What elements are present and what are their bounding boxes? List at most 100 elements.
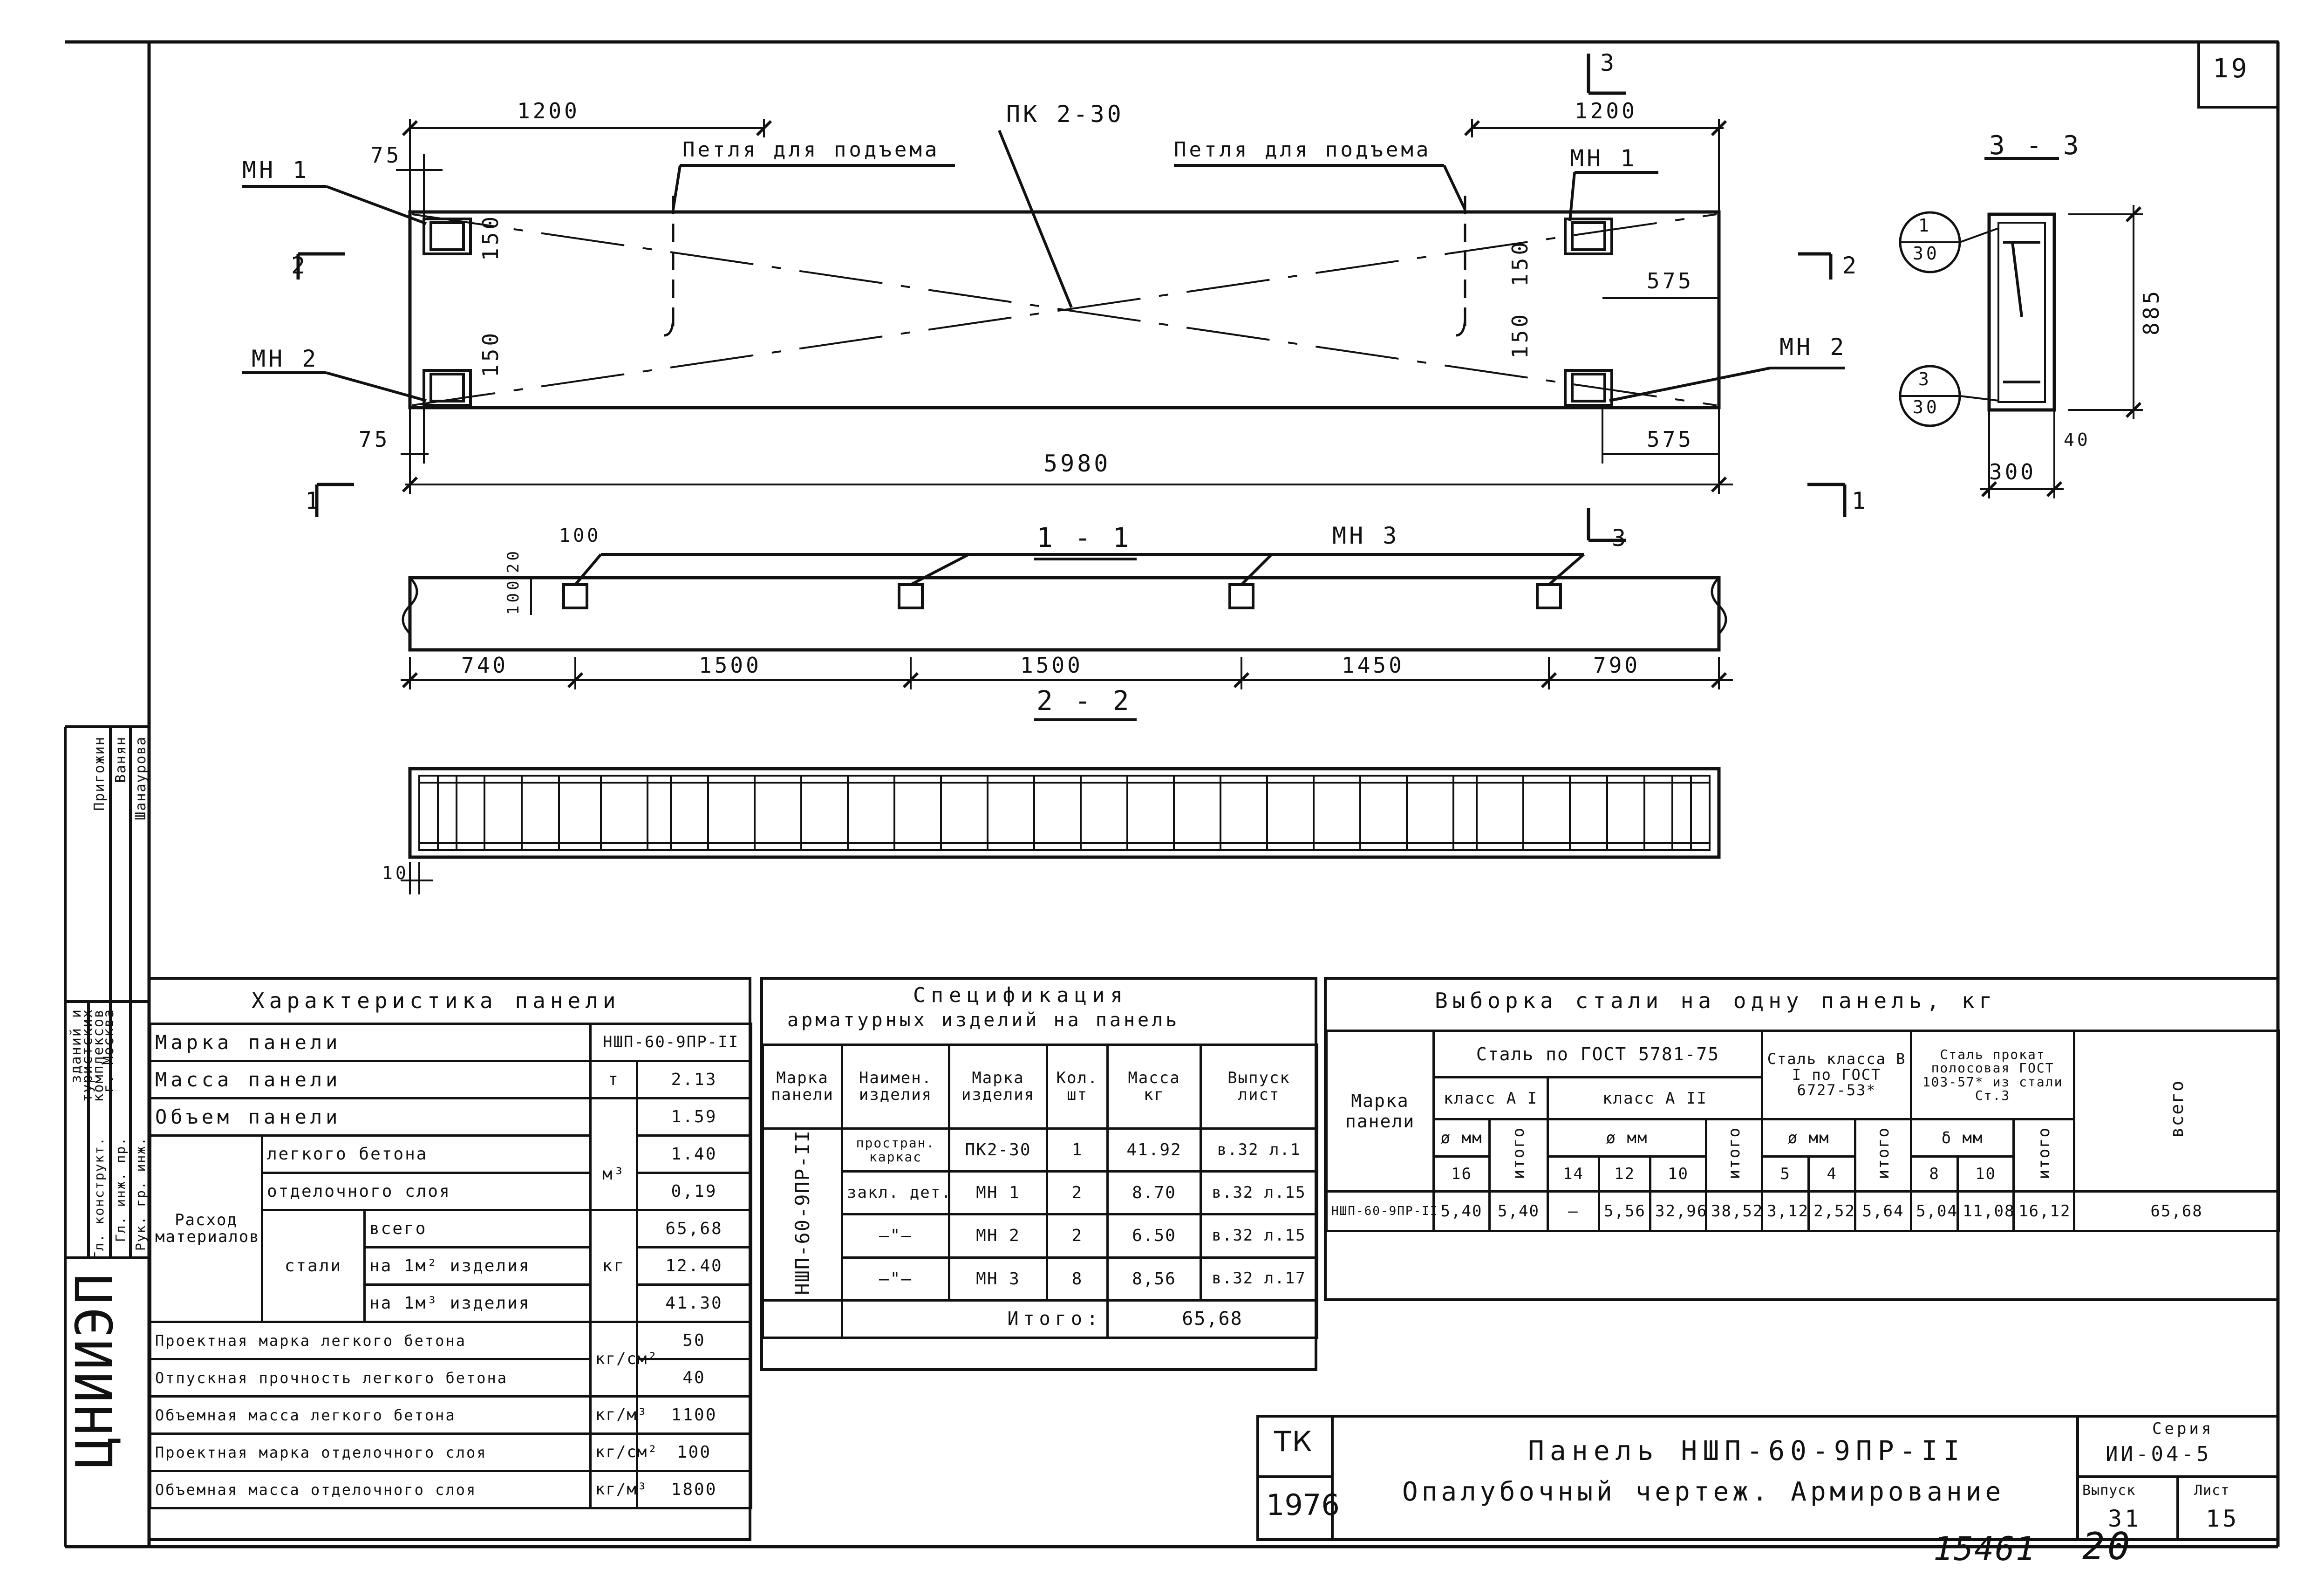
cut-mark-3-bottom: 3 xyxy=(1612,525,1629,552)
design-grade-finish-unit: кг/см² xyxy=(589,1432,657,1472)
mass-value: 2.13 xyxy=(636,1060,753,1099)
steel-label: стали xyxy=(261,1209,366,1323)
steel-value: 5,40 xyxy=(1488,1190,1549,1232)
steel-size: 5 xyxy=(1761,1155,1810,1193)
section-1-1-label: 1 - 1 xyxy=(1036,522,1132,553)
table-row: —"— МН 3 8 8,56 в.32 л.17 xyxy=(763,1256,1318,1302)
dim-740: 740 xyxy=(461,653,509,678)
steel-group-3: Сталь прокат полосовая ГОСТ 103-57* из с… xyxy=(1910,1030,2076,1120)
spec-row-mark: ПК2-30 xyxy=(948,1127,1048,1173)
series-value: ИИ-04-5 xyxy=(2106,1442,2212,1466)
per-m2-value: 12.40 xyxy=(636,1246,753,1286)
dim-1500-b: 1500 xyxy=(1020,653,1083,678)
spec-row-mass: 8,56 xyxy=(1106,1256,1202,1302)
steel-group-2: Сталь класса В I по ГОСТ 6727-53* xyxy=(1761,1030,1913,1120)
steel-title: Выборка стали на одну панель, кг xyxy=(1435,988,1997,1013)
dim-75-bottom: 75 xyxy=(359,427,390,452)
lifting-loop-right: Петля для подъема xyxy=(1174,138,1432,162)
steel-total-b1: итого xyxy=(1874,1127,1893,1180)
circle-2-top: 3 xyxy=(1918,369,1932,389)
steel-diam-a2: ø мм xyxy=(1547,1118,1707,1158)
density-light-label: Объемная масса легкого бетона xyxy=(149,1395,592,1435)
name-3: Шанаурова xyxy=(133,736,149,820)
mn1-label-left: МН 1 xyxy=(242,157,310,184)
dim-150-b: 150 xyxy=(478,330,503,377)
sheet-label: Лист xyxy=(2194,1482,2230,1499)
spec-row-name: —"— xyxy=(841,1213,950,1259)
steel-size: 16 xyxy=(1432,1155,1491,1193)
light-concrete-label: легкого бетона xyxy=(260,1134,592,1174)
section-3-3-label: 3 - 3 xyxy=(1989,130,2082,161)
steel-row-mark: НШП-60-9ПР-II xyxy=(1325,1190,1438,1232)
total-value: 65,68 xyxy=(636,1209,753,1248)
finish-layer-value: 0,19 xyxy=(636,1172,753,1211)
dim-1450: 1450 xyxy=(1342,653,1404,678)
spec-col-mass: Масса кг xyxy=(1106,1044,1202,1130)
design-grade-light-value: 50 xyxy=(636,1321,753,1360)
steel-diam-a1: ø мм xyxy=(1432,1118,1491,1158)
role-2: Гл. инж. пр. xyxy=(113,1137,128,1242)
steel-size: 14 xyxy=(1547,1155,1600,1193)
table-row: НШП-60-9ПР-II простран. каркас ПК2-30 1 … xyxy=(762,1127,1318,1302)
steel-total-strip: итого xyxy=(2034,1127,2053,1180)
steel-value: 5,04 xyxy=(1910,1190,1959,1232)
circle-1-top: 1 xyxy=(1918,215,1932,236)
steel-value: 38,52 xyxy=(1704,1190,1764,1232)
spec-row-issue: в.32 л.1 xyxy=(1200,1127,1318,1173)
spec-row-name: —"— xyxy=(841,1256,950,1302)
steel-grand-total-header: всего xyxy=(2166,1080,2187,1138)
series-label: Серия xyxy=(2152,1419,2214,1438)
steel-group-1: Сталь по ГОСТ 5781-75 xyxy=(1432,1030,1764,1078)
density-finish-unit: кг/м³ xyxy=(589,1470,647,1509)
spec-row-name: закл. дет. xyxy=(841,1170,951,1216)
steel-value: 11,08 xyxy=(1957,1190,2015,1232)
sheet-value: 15 xyxy=(2206,1505,2240,1532)
dim-20: 20 xyxy=(504,548,523,573)
mark-label: Марка панели xyxy=(149,1023,592,1062)
steel-value: — xyxy=(1547,1190,1600,1232)
spec-row-name: простран. каркас xyxy=(841,1127,950,1173)
steel-size: 10 xyxy=(1649,1155,1707,1193)
dim-885: 885 xyxy=(2139,288,2164,335)
total-label: всего xyxy=(363,1209,592,1248)
steel-total-a2: итого xyxy=(1725,1127,1744,1180)
title-line-2: Опалубочный чертеж. Армирование xyxy=(1402,1477,2005,1507)
dim-40: 40 xyxy=(2064,430,2091,450)
mass-label: Масса панели xyxy=(149,1060,592,1099)
steel-grand-total: 65,68 xyxy=(2073,1190,2281,1232)
handwritten-number-1: 15461 xyxy=(1933,1530,2036,1568)
steel-value: 32,96 xyxy=(1649,1190,1707,1232)
per-m3-value: 41.30 xyxy=(636,1283,753,1323)
light-concrete-value: 1.40 xyxy=(636,1134,753,1174)
spec-row-mass: 41.92 xyxy=(1106,1127,1202,1173)
per-m3-label: на 1м³ изделия xyxy=(363,1283,592,1323)
steel-class-a2: класс А II xyxy=(1546,1076,1764,1120)
steel-diam-b1: ø мм xyxy=(1761,1118,1857,1158)
volume-unit: м³ xyxy=(589,1097,639,1211)
cut-mark-1-left: 1 xyxy=(305,487,322,514)
dim-75-top: 75 xyxy=(370,143,402,168)
mn1-label-right: МН 1 xyxy=(1570,145,1637,172)
role-1: Гл. конструкт. xyxy=(91,1137,107,1260)
section-2-2-label: 2 - 2 xyxy=(1036,685,1132,716)
steel-size: 10 xyxy=(1957,1155,2015,1193)
org-name: ЦНИИЭП xyxy=(65,1272,124,1468)
spec-row-issue: в.32 л.17 xyxy=(1200,1256,1318,1302)
spec-panel-mark: НШП-60-9ПР-II xyxy=(791,1130,814,1295)
spec-col-panel: Марка панели xyxy=(762,1044,843,1130)
dim-1500-a: 1500 xyxy=(699,653,762,678)
steel-value: 5,56 xyxy=(1598,1190,1651,1232)
role-3: Рук. гр. инж. xyxy=(133,1137,148,1251)
strength-unit: кг/см² xyxy=(589,1321,657,1398)
dim-150-c: 150 xyxy=(1507,239,1533,286)
spec-row-qty: 1 xyxy=(1046,1127,1109,1173)
spec-row-mark: МН 3 xyxy=(948,1256,1048,1302)
spec-row-issue: в.32 л.15 xyxy=(1200,1213,1318,1259)
title-line-1: Панель НШП-60-9ПР-II xyxy=(1528,1435,1965,1466)
volume-label: Объем панели xyxy=(149,1097,592,1137)
density-light-value: 1100 xyxy=(636,1395,753,1435)
cut-mark-2-left: 2 xyxy=(291,252,308,279)
table-row: НШП-60-9ПР-II 5,40 5,40 — 5,56 32,96 38,… xyxy=(1325,1190,2281,1232)
release-strength-label: Отпускная прочность легкого бетона xyxy=(149,1358,592,1398)
